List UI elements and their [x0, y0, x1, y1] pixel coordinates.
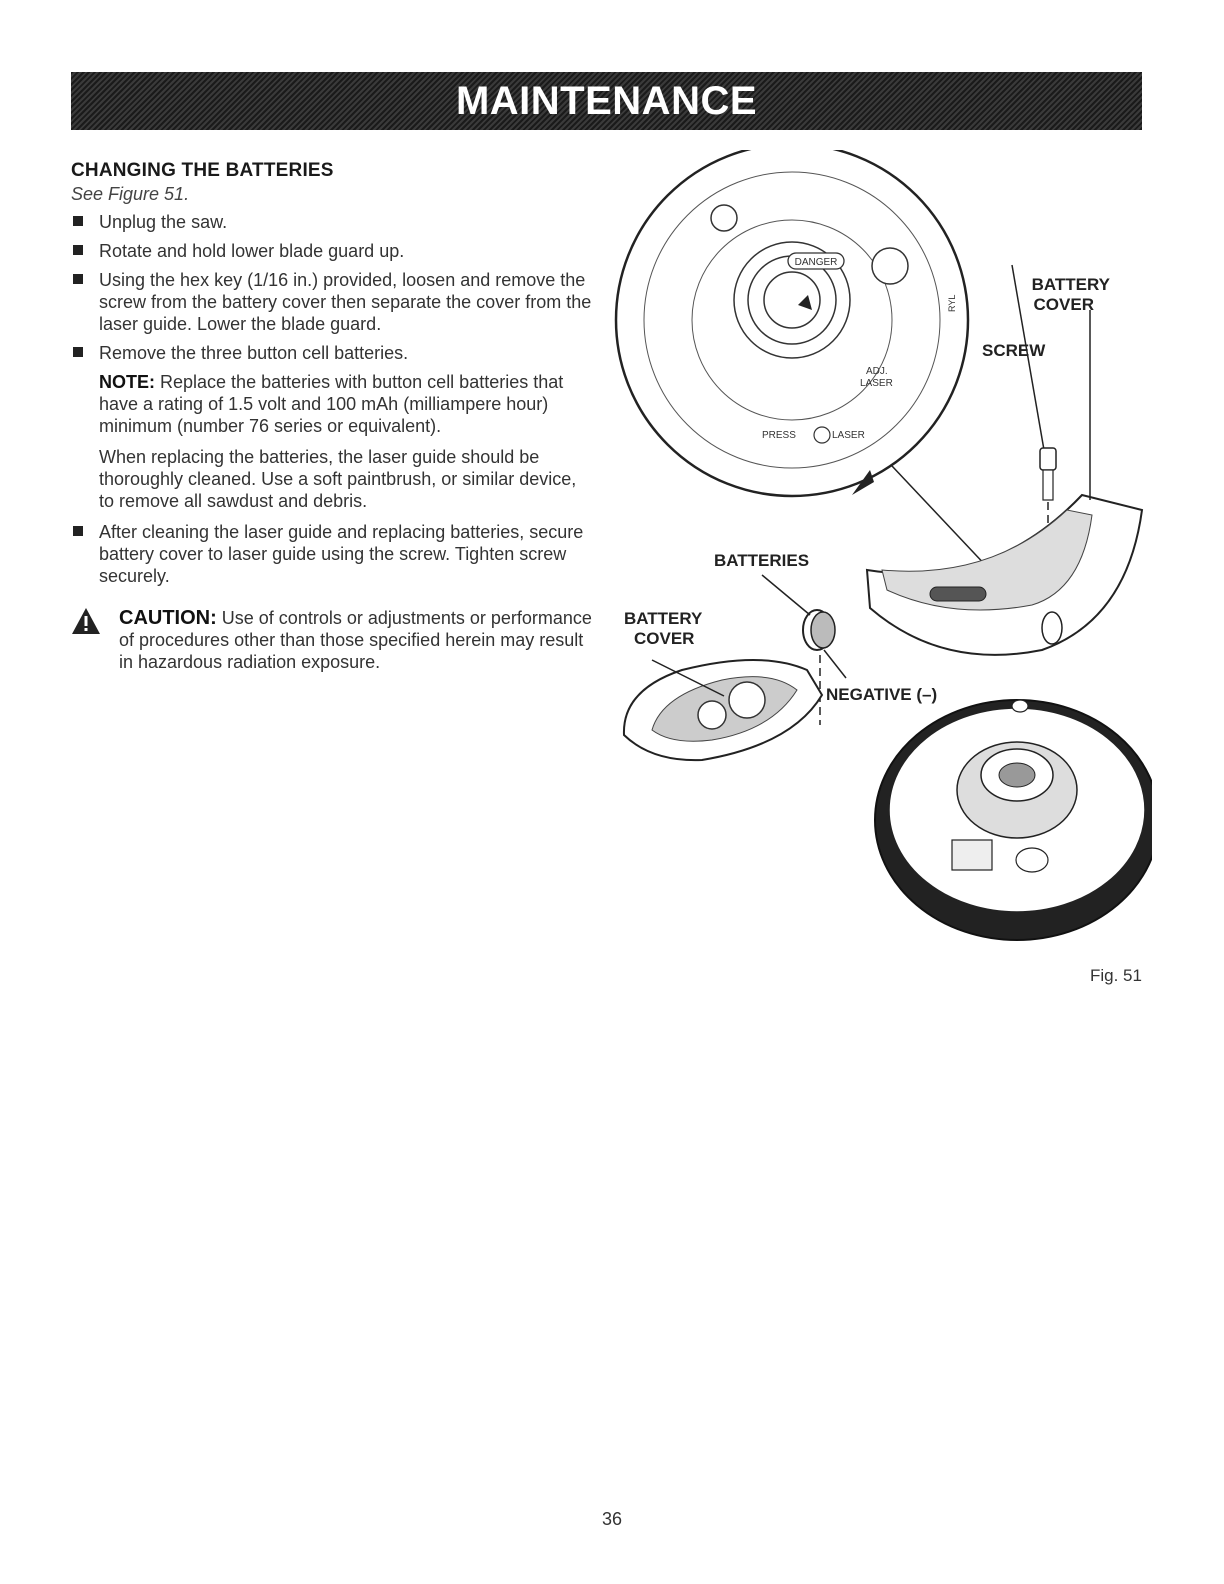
- steps-list: Unplug the saw. Rotate and hold lower bl…: [71, 211, 596, 364]
- page-title: MAINTENANCE: [455, 78, 758, 123]
- danger-label-badge: DANGER: [787, 252, 845, 270]
- button-cell-battery: [761, 574, 847, 725]
- callout-batteries: BATTERIES: [714, 551, 809, 570]
- list-item: After cleaning the laser guide and repla…: [71, 521, 596, 587]
- figure-caption: Fig. 51: [1090, 966, 1142, 985]
- bullet-icon: [73, 274, 83, 284]
- battery-cover-right: [865, 310, 1144, 656]
- note-label: NOTE:: [99, 372, 155, 392]
- figure-51-illustration: DANGER ADJ. LASER PRESS LASER RYL: [614, 150, 1152, 941]
- callout-negative: NEGATIVE (–): [826, 685, 937, 704]
- section-heading: CHANGING THE BATTERIES: [71, 160, 334, 181]
- note-text: Replace the batteries with button cell b…: [99, 372, 564, 436]
- final-steps-list: After cleaning the laser guide and repla…: [71, 521, 596, 587]
- callout-battery-cover-left-line2: COVER: [634, 629, 694, 648]
- cleaning-text: When replacing the batteries, the laser …: [99, 447, 577, 511]
- caution-label: CAUTION:: [119, 607, 217, 629]
- warning-triangle-icon: [72, 608, 100, 634]
- svg-text:LASER: LASER: [832, 430, 865, 441]
- callout-battery-cover-right-line2: COVER: [1034, 295, 1094, 314]
- callout-battery-cover-left-line1: BATTERY: [624, 609, 703, 628]
- battery-cover-left: [622, 659, 824, 762]
- svg-text:LASER: LASER: [860, 378, 893, 389]
- bullet-icon: [73, 347, 83, 357]
- svg-text:RYL: RYL: [947, 295, 957, 312]
- arrow-icon: [852, 470, 874, 495]
- figure-reference: See Figure 51.: [71, 184, 190, 204]
- list-item: Rotate and hold lower blade guard up.: [71, 240, 596, 262]
- section-banner: MAINTENANCE: [71, 72, 1142, 130]
- battery-note: NOTE: Replace the batteries with button …: [71, 371, 596, 437]
- callout-screw: SCREW: [982, 341, 1046, 360]
- list-item: Unplug the saw.: [71, 211, 596, 233]
- bullet-icon: [73, 526, 83, 536]
- caution-block: CAUTION: Use of controls or adjustments …: [71, 607, 596, 673]
- svg-text:ADJ.: ADJ.: [866, 366, 888, 377]
- laser-guide-housing: [874, 699, 1152, 941]
- callout-battery-cover-right-line1: BATTERY: [1032, 275, 1111, 294]
- svg-text:PRESS: PRESS: [762, 430, 796, 441]
- laser-label-disc: DANGER ADJ. LASER PRESS LASER RYL: [614, 150, 991, 571]
- instructions-column: CHANGING THE BATTERIES See Figure 51. Un…: [71, 160, 596, 673]
- page-number: 36: [601, 1509, 623, 1529]
- svg-text:DANGER: DANGER: [795, 257, 838, 268]
- list-item: Remove the three button cell batteries.: [71, 342, 596, 364]
- bullet-icon: [73, 216, 83, 226]
- bullet-icon: [73, 245, 83, 255]
- laser-burst-icon: [798, 295, 812, 310]
- list-item: Using the hex key (1/16 in.) provided, l…: [71, 269, 596, 335]
- caution-text: Use of controls or adjustments or perfor…: [119, 608, 592, 672]
